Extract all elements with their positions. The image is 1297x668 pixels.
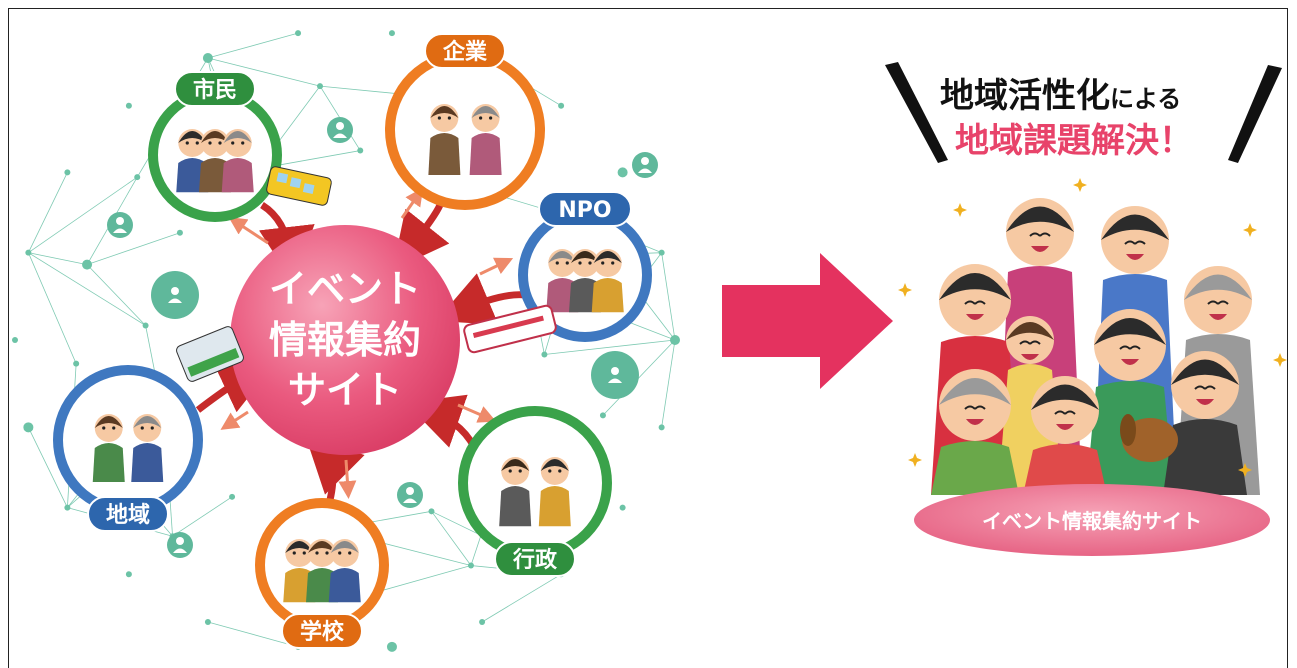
flow-arrow <box>392 203 450 270</box>
tram-icon <box>266 166 332 206</box>
figure-frame <box>8 8 1288 668</box>
sparkle-icon <box>1238 463 1252 477</box>
hub-line3: サイト <box>288 368 402 412</box>
sparkle-icon <box>1243 223 1257 237</box>
person-badge-icon <box>327 117 353 143</box>
hub-circle: イベント 情報集約 サイト <box>230 225 460 455</box>
headline: 地域活性化による 地域課題解決！ <box>885 62 1282 163</box>
node-npo: NPO <box>518 191 652 342</box>
person-figure <box>92 414 125 482</box>
node-label-text: 行政 <box>512 547 558 573</box>
person-body <box>931 441 1019 495</box>
return-arrow <box>338 459 357 499</box>
node-label-text: NPO <box>558 198 611 223</box>
node-label-gyosei: 行政 <box>494 541 576 577</box>
node-shimin: 市民 <box>148 71 282 222</box>
person-figure <box>221 129 254 193</box>
flow-arrow <box>436 273 526 325</box>
dog-icon <box>1122 418 1178 462</box>
hub-line1: イベント <box>269 267 421 311</box>
headline-line1-small: による <box>1110 85 1181 113</box>
node-label-text: 学校 <box>300 619 345 645</box>
headline-line1-main: 地域活性化 <box>940 76 1110 116</box>
person-body <box>1023 444 1107 495</box>
node-label-text: 企業 <box>442 39 488 65</box>
person-figure <box>591 249 624 313</box>
person-badge-icon <box>591 351 639 399</box>
person-badge-icon <box>167 532 193 558</box>
people-group-illustration <box>898 178 1287 495</box>
node-label-gakko: 学校 <box>281 613 363 649</box>
return-arrow <box>220 410 249 430</box>
return-arrow <box>457 403 497 423</box>
node-label-npo: NPO <box>538 191 632 227</box>
person-badge-icon <box>632 152 658 178</box>
sparkle-icon <box>898 283 912 297</box>
person-figure <box>328 539 361 603</box>
person-badge-icon <box>397 482 423 508</box>
node-gyosei: 行政 <box>458 406 612 577</box>
sparkle-icon <box>953 203 967 217</box>
person-figure <box>283 539 316 603</box>
node-label-text: 市民 <box>193 77 237 103</box>
sparkle-icon <box>1273 353 1287 367</box>
return-arrow <box>400 187 424 219</box>
person-badge-icon <box>107 212 133 238</box>
return-arrow <box>228 217 269 245</box>
person-body <box>1163 419 1247 495</box>
node-label-text: 地域 <box>106 502 150 528</box>
svg-text:地域活性化による: 地域活性化による <box>940 76 1181 116</box>
node-chiiki: 地域 <box>53 365 203 532</box>
flow-arrow <box>305 435 365 501</box>
base-label: イベント情報集約サイト <box>982 509 1202 533</box>
person-badge-icon <box>151 271 199 319</box>
person-figure <box>499 457 532 527</box>
node-label-chiiki: 地域 <box>87 496 169 532</box>
person-figure <box>131 414 164 482</box>
headline-line2: 地域課題解決！ <box>955 121 1193 161</box>
person-figure <box>428 104 461 175</box>
node-kigyo: 企業 <box>385 33 545 210</box>
return-arrow <box>479 257 514 276</box>
person-figure <box>538 457 571 527</box>
node-label-kigyo: 企業 <box>424 33 506 69</box>
node-label-shimin: 市民 <box>174 71 256 107</box>
person-figure <box>469 104 502 175</box>
big-right-arrow <box>722 253 893 389</box>
bus-icon <box>176 326 244 382</box>
sparkle-icon <box>908 453 922 467</box>
base-platform: イベント情報集約サイト <box>914 484 1270 556</box>
sparkle-icon <box>1073 178 1087 192</box>
train-icon <box>463 304 557 354</box>
hub-line2: 情報集約 <box>269 318 421 362</box>
node-gakko: 学校 <box>255 498 389 649</box>
